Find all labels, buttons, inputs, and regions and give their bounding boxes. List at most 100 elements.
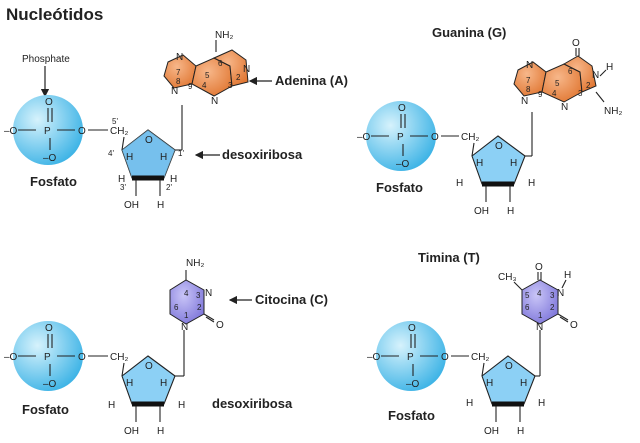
svg-text:H: H: [466, 398, 473, 409]
svg-text:1: 1: [184, 311, 189, 320]
svg-text:H: H: [456, 178, 463, 189]
svg-text:2: 2: [236, 73, 241, 82]
svg-text:6: 6: [218, 59, 223, 68]
svg-text:8: 8: [526, 85, 531, 94]
svg-text:H: H: [476, 158, 483, 169]
svg-text:–O: –O: [43, 379, 57, 390]
guanine-base: N N N N 7 8 9 5 4 6 2 3 O H NH₂: [513, 38, 622, 117]
phosphate-label: Phosphate: [22, 54, 70, 65]
svg-text:5: 5: [555, 79, 560, 88]
cytosine-nucleotide: –O P O –O O Fosfato CH₂ O H H H H OH H: [4, 258, 328, 437]
svg-text:H: H: [160, 378, 167, 389]
hydroxyl-3prime: OH: [124, 200, 139, 211]
guanina-label: Guanina (G): [432, 25, 506, 40]
phosphate-group: –O P O –O O: [4, 95, 86, 165]
svg-text:N: N: [521, 96, 528, 107]
guanine-nucleotide: Guanina (G) –O P O –O O Fosfato CH₂ O H …: [357, 25, 622, 217]
svg-text:1: 1: [538, 311, 543, 320]
desoxiribosa-label-1: desoxiribosa: [222, 147, 303, 162]
svg-text:P: P: [44, 352, 51, 363]
svg-text:4: 4: [552, 89, 557, 98]
phosphate-sphere: [13, 95, 83, 165]
svg-text:9: 9: [188, 82, 193, 91]
svg-text:N: N: [592, 70, 599, 81]
fosfato-label: Fosfato: [30, 174, 77, 189]
ch2-group: CH₂: [110, 126, 128, 137]
guanine-amino-group: NH₂: [604, 106, 622, 117]
svg-text:N: N: [526, 60, 533, 71]
thymine-carbonyl-oxygen-2: O: [570, 320, 578, 331]
svg-text:O: O: [78, 352, 86, 363]
adenine-base: N N N N 7 8 9 5 4 6 2 3 NH₂: [163, 30, 250, 107]
cytosine-base: N N 4 3 6 2 1 NH₂ O: [169, 258, 224, 333]
svg-text:O: O: [408, 323, 416, 334]
svg-text:N: N: [205, 288, 212, 299]
phosphate-group: –O P O –O O: [357, 101, 439, 171]
svg-text:3: 3: [228, 81, 233, 90]
svg-text:6: 6: [568, 67, 573, 76]
svg-text:H: H: [160, 152, 167, 163]
svg-text:H: H: [157, 426, 164, 437]
timina-label: Timina (T): [418, 250, 480, 265]
svg-text:3: 3: [196, 291, 201, 300]
phosphate-oxygen-top: O: [45, 97, 53, 108]
svg-text:O: O: [505, 361, 513, 372]
svg-text:6: 6: [525, 303, 530, 312]
phosphate-group: –O P O –O O: [367, 321, 449, 391]
svg-text:H: H: [118, 174, 125, 185]
phosphate-oxygen-bottom: –O: [43, 153, 57, 164]
svg-text:3: 3: [578, 89, 583, 98]
svg-text:N: N: [536, 322, 543, 333]
adenine-nucleotide: Phosphate –O P O –O O Fosfato CH₂ 5' O 4: [4, 30, 348, 211]
svg-text:H: H: [170, 174, 177, 185]
svg-text:2: 2: [586, 81, 591, 90]
cytosine-carbonyl-oxygen: O: [216, 320, 224, 331]
fosfato-label: Fosfato: [388, 408, 435, 423]
svg-text:–O: –O: [367, 352, 381, 363]
svg-text:N: N: [181, 322, 188, 333]
ring-oxygen: O: [145, 135, 153, 146]
guanine-carbonyl-oxygen: O: [572, 38, 580, 49]
svg-text:–O: –O: [4, 352, 18, 363]
svg-text:O: O: [431, 132, 439, 143]
svg-text:OH: OH: [484, 426, 499, 437]
svg-text:4: 4: [537, 289, 542, 298]
svg-text:2': 2': [166, 183, 172, 192]
phosphate-sphere: [376, 321, 446, 391]
fosfato-label: Fosfato: [22, 402, 69, 417]
svg-text:H: H: [178, 400, 185, 411]
svg-text:5: 5: [205, 71, 210, 80]
citocina-label: Citocina (C): [255, 292, 328, 307]
deoxyribose-ring: O H H H H OH H: [108, 355, 185, 437]
svg-text:H: H: [126, 378, 133, 389]
fosfato-label: Fosfato: [376, 180, 423, 195]
svg-text:–O: –O: [396, 159, 410, 170]
svg-text:H: H: [564, 270, 571, 281]
svg-text:7: 7: [176, 68, 181, 77]
svg-text:H: H: [520, 378, 527, 389]
ch2-group: CH₂: [461, 132, 479, 143]
svg-text:H: H: [606, 62, 613, 73]
svg-text:O: O: [145, 361, 153, 372]
svg-text:N: N: [211, 96, 218, 107]
svg-text:–O: –O: [357, 132, 371, 143]
svg-text:O: O: [441, 352, 449, 363]
svg-text:H: H: [126, 152, 133, 163]
svg-text:H: H: [510, 158, 517, 169]
svg-text:N: N: [243, 64, 250, 75]
svg-text:P: P: [407, 352, 414, 363]
thymine-methyl-group: CH₃: [498, 272, 517, 283]
phosphate-sphere: [13, 321, 83, 391]
desoxiribosa-label-2: desoxiribosa: [212, 396, 293, 411]
phosphorus-atom: P: [44, 126, 51, 137]
phosphate-oxygen-left: –O: [4, 126, 18, 137]
svg-text:OH: OH: [474, 206, 489, 217]
svg-text:H: H: [507, 206, 514, 217]
ch2-group: CH₂: [471, 352, 489, 363]
svg-text:3': 3': [120, 183, 126, 192]
phosphate-sphere: [366, 101, 436, 171]
phosphate-group: –O P O –O O: [4, 321, 86, 391]
svg-text:H: H: [486, 378, 493, 389]
svg-text:1': 1': [178, 149, 184, 158]
